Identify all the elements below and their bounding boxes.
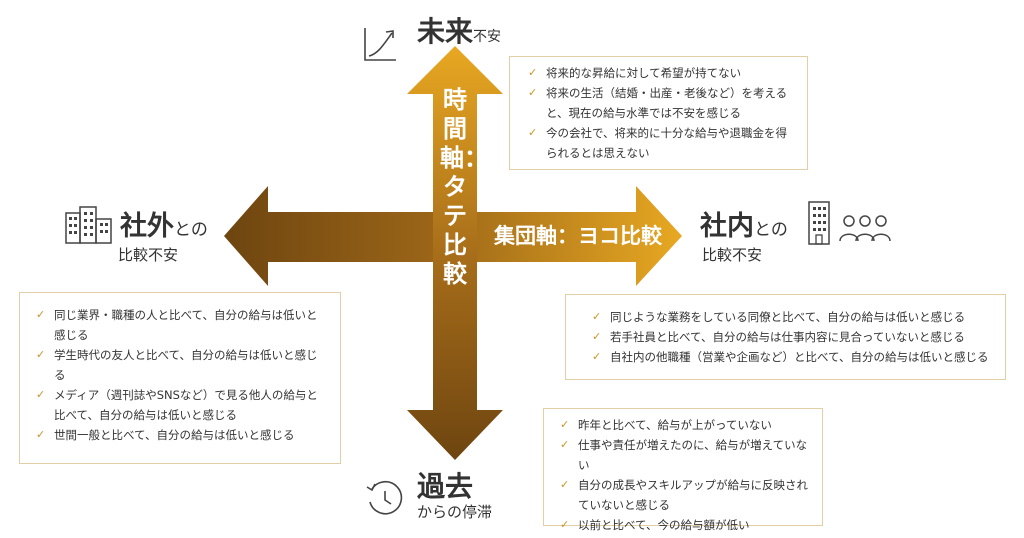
list-item: ✓ 自社内の他職種（営業や企画など）と比べて、自分の給与は低いと感じる <box>588 347 993 367</box>
past-title-main: 過去 <box>417 470 474 503</box>
people-group-icon <box>838 212 892 244</box>
future-title-sub: 不安 <box>473 29 502 45</box>
list-item: ✓ 将来の生活（結婚・出産・老後など）を考えると、現在の給与水準では不安を感じる <box>524 83 797 123</box>
item-text: 自社内の他職種（営業や企画など）と比べて、自分の給与は低いと感じる <box>610 350 989 364</box>
item-text: 昨年と比べて、給与が上がっていない <box>578 418 772 432</box>
list-item: ✓ 学生時代の友人と比べて、自分の給与は低いと感じる <box>32 345 326 385</box>
future-title-main: 未来 <box>417 15 474 48</box>
check-icon: ✓ <box>528 66 538 79</box>
item-text: 将来の生活（結婚・出産・老後など）を考えると、現在の給与水準では不安を感じる <box>546 86 788 120</box>
list-item: ✓ 自分の成長やスキルアップが給与に反映されていないと感じる <box>556 475 812 515</box>
list-item: ✓ 同じ業界・職種の人と比べて、自分の給与は低いと感じる <box>32 305 326 345</box>
list-item: ✓ 同じような業務をしている同僚と比べて、自分の給与は低いと感じる <box>588 307 993 327</box>
check-icon: ✓ <box>36 428 46 441</box>
item-text: 同じ業界・職種の人と比べて、自分の給与は低いと感じる <box>54 308 318 342</box>
trending-up-icon <box>362 24 398 64</box>
check-icon: ✓ <box>560 438 570 451</box>
check-icon: ✓ <box>592 350 602 363</box>
outside-title-main: 社外 <box>120 211 174 242</box>
item-text: 自分の成長やスキルアップが給与に反映されていないと感じる <box>578 478 808 512</box>
item-text: 若手社員と比べて、自分の給与は仕事内容に見合っていないと感じる <box>610 330 965 344</box>
future-list: ✓ 将来的な昇給に対して希望が持てない ✓ 将来の生活（結婚・出産・老後など）を考え… <box>524 63 797 163</box>
check-icon: ✓ <box>560 418 570 431</box>
inside-title-suffix: との <box>754 220 788 240</box>
check-icon: ✓ <box>36 308 46 321</box>
check-icon: ✓ <box>528 86 538 99</box>
list-item: ✓ 仕事や責任が増えたのに、給与が増えていない <box>556 435 812 475</box>
vertical-axis-text: 時間軸：タテ比較 <box>440 86 488 288</box>
inside-list: ✓ 同じような業務をしている同僚と比べて、自分の給与は低いと感じる ✓ 若手社員と比… <box>588 307 993 367</box>
outside-list: ✓ 同じ業界・職種の人と比べて、自分の給与は低いと感じる ✓ 学生時代の友人と比べて… <box>32 305 326 445</box>
past-title-line2: からの停滞 <box>417 501 492 522</box>
outside-title-line2-text: 比較不安 <box>118 246 179 264</box>
vertical-axis-label: 時間軸：タテ比較 <box>440 86 488 289</box>
office-building-icon <box>806 200 832 246</box>
check-icon: ✓ <box>560 478 570 491</box>
future-box: ✓ 将来的な昇給に対して希望が持てない ✓ 将来の生活（結婚・出産・老後など）を考え… <box>509 56 808 170</box>
check-icon: ✓ <box>528 126 538 139</box>
outside-box: ✓ 同じ業界・職種の人と比べて、自分の給与は低いと感じる ✓ 学生時代の友人と比べて… <box>19 292 341 464</box>
check-icon: ✓ <box>560 518 570 531</box>
item-text: 今の会社で、将来的に十分な給与や退職金を得られるとは思えない <box>546 126 788 160</box>
check-icon: ✓ <box>592 330 602 343</box>
item-text: 以前と比べて、今の給与額が低い <box>578 518 750 532</box>
inside-title-line2: 比較不安 <box>702 244 762 265</box>
outside-title: 社外との <box>120 204 208 243</box>
buildings-icon <box>64 205 114 245</box>
list-item: ✓ 昨年と比べて、給与が上がっていない <box>556 415 812 435</box>
horizontal-axis-label: 集団軸：ヨコ比較 <box>494 222 662 250</box>
item-text: メディア（週刊誌やSNSなど）で見る他人の給与と比べて、自分の給与は低いと感じる <box>54 388 318 422</box>
inside-title: 社内との <box>700 204 788 243</box>
item-text: 世間一般と比べて、自分の給与は低いと感じる <box>54 428 295 442</box>
past-title: 過去 <box>417 465 473 505</box>
past-list: ✓ 昨年と比べて、給与が上がっていない ✓ 仕事や責任が増えたのに、給与が増えていな… <box>556 415 812 535</box>
list-item: ✓ 今の会社で、将来的に十分な給与や退職金を得られるとは思えない <box>524 123 797 163</box>
check-icon: ✓ <box>36 348 46 361</box>
list-item: ✓ 将来的な昇給に対して希望が持てない <box>524 63 797 83</box>
vertical-axis-arrow <box>407 46 503 460</box>
list-item: ✓ 世間一般と比べて、自分の給与は低いと感じる <box>32 425 326 445</box>
item-text: 学生時代の友人と比べて、自分の給与は低いと感じる <box>54 348 318 382</box>
outside-title-line2: 比較不安 <box>118 244 178 265</box>
list-item: ✓ 若手社員と比べて、自分の給与は仕事内容に見合っていないと感じる <box>588 327 993 347</box>
item-text: 将来的な昇給に対して希望が持てない <box>546 66 742 80</box>
check-icon: ✓ <box>592 310 602 323</box>
inside-title-main: 社内 <box>700 211 754 242</box>
clock-history-icon <box>364 478 406 520</box>
item-text: 同じような業務をしている同僚と比べて、自分の給与は低いと感じる <box>610 310 966 324</box>
list-item: ✓ 以前と比べて、今の給与額が低い <box>556 515 812 535</box>
check-icon: ✓ <box>36 388 46 401</box>
past-box: ✓ 昨年と比べて、給与が上がっていない ✓ 仕事や責任が増えたのに、給与が増えていな… <box>543 408 823 532</box>
future-title: 未来不安 <box>417 10 501 50</box>
outside-title-suffix: との <box>174 220 208 240</box>
inside-box: ✓ 同じような業務をしている同僚と比べて、自分の給与は低いと感じる ✓ 若手社員と比… <box>565 294 1006 380</box>
inside-title-line2-text: 比較不安 <box>702 246 763 264</box>
item-text: 仕事や責任が増えたのに、給与が増えていない <box>578 438 808 472</box>
past-title-line2-text: からの停滞 <box>417 503 493 521</box>
horizontal-axis-text: 集団軸：ヨコ比較 <box>494 224 662 248</box>
list-item: ✓ メディア（週刊誌やSNSなど）で見る他人の給与と比べて、自分の給与は低いと感じ… <box>32 385 326 425</box>
